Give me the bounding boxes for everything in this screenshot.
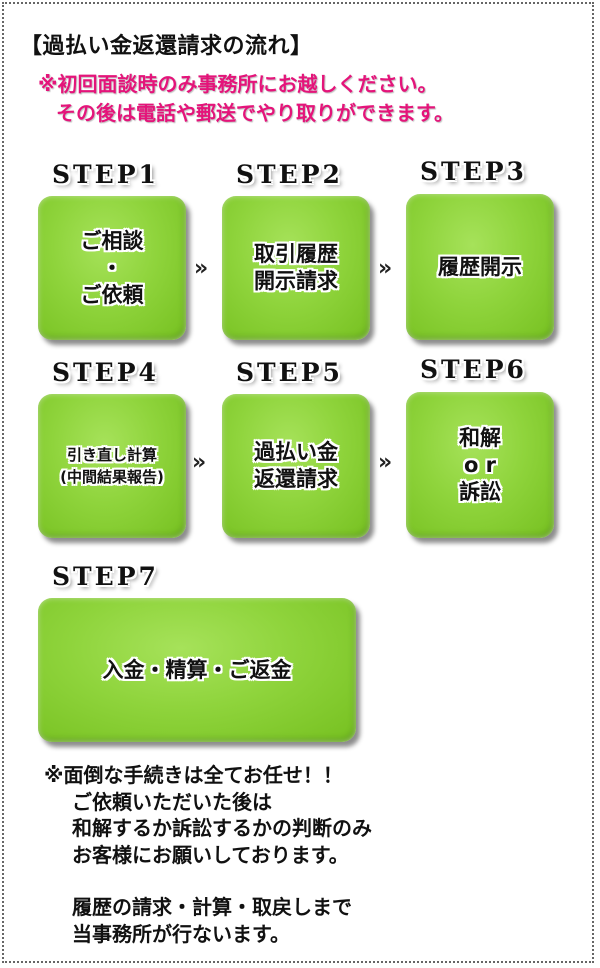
step-1-text: ご相談 ・ ご依頼 <box>80 228 144 307</box>
notice-line-1: ※初回面談時のみ事務所にお越しください。 <box>38 72 438 96</box>
footnote-line-1: ※面倒な手続きは全てお任せ！！ <box>44 763 343 787</box>
step-5-label: STEP5 <box>236 358 343 387</box>
visit-notice: ※初回面談時のみ事務所にお越しください。 その後は電話や郵送でやり取りができます… <box>38 70 454 128</box>
footnote-line-4: お客様にお願いしております。 <box>72 842 349 867</box>
step-1-box: ご相談 ・ ご依頼 <box>38 196 186 340</box>
page-title: 【過払い金返還請求の流れ】 <box>20 34 313 59</box>
footnote-line-2: ご依頼いただいた後は <box>72 789 272 814</box>
step-7-box: 入金・精算・ご返金 <box>38 598 356 742</box>
dotted-frame <box>2 2 594 963</box>
step-2-text: 取引履歴 開示請求 <box>254 242 338 293</box>
step-3-label: STEP3 <box>420 157 527 186</box>
step-7-text: 入金・精算・ご返金 <box>102 657 292 682</box>
notice-line-2: その後は電話や郵送でやり取りができます。 <box>56 101 454 125</box>
step-2-box: 取引履歴 開示請求 <box>222 196 370 340</box>
step-5-box: 過払い金 返還請求 <box>222 394 370 538</box>
arrow-2-to-3: » <box>378 256 393 281</box>
step-4-box: 引き直し計算 (中間結果報告) <box>38 394 186 538</box>
step-4-label: STEP4 <box>52 358 159 387</box>
footnote-line-6: 当事務所が行ないます。 <box>72 921 290 946</box>
step-6-label: STEP6 <box>420 355 527 384</box>
step-1-label: STEP1 <box>52 160 159 189</box>
arrow-4-to-5: » <box>192 450 207 475</box>
step-7-label: STEP7 <box>52 562 159 591</box>
arrow-1-to-2: » <box>194 256 209 281</box>
step-3-text: 履歴開示 <box>438 254 522 279</box>
footnote-spacer <box>44 868 372 894</box>
step-6-text: 和解 o r 訴訟 <box>459 425 501 504</box>
footnote-line-5: 履歴の請求・計算・取戻しまで <box>72 895 352 919</box>
step-5-text: 過払い金 返還請求 <box>254 440 338 491</box>
footnote-line-3: 和解するか訴訟するかの判断のみ <box>72 816 372 840</box>
step-4-text: 引き直し計算 (中間結果報告) <box>60 446 164 486</box>
arrow-5-to-6: » <box>378 450 393 475</box>
step-3-box: 履歴開示 <box>406 194 554 340</box>
step-6-box: 和解 o r 訴訟 <box>406 392 554 538</box>
step-2-label: STEP2 <box>236 160 343 189</box>
footnote: ※面倒な手続きは全てお任せ！！ ご依頼いただいた後は 和解するか訴訟するかの判断… <box>44 762 372 947</box>
